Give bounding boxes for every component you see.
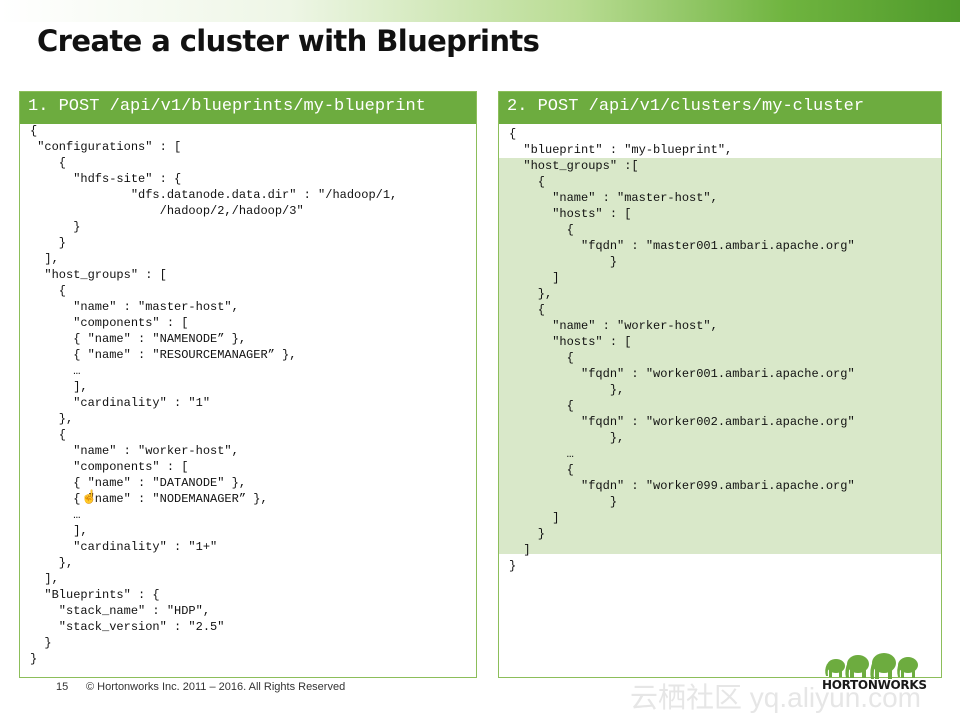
- hand-cursor-icon: ☝: [81, 489, 98, 504]
- page-number: 15: [56, 681, 69, 693]
- cluster-json-code: { "blueprint" : "my-blueprint", "host_gr…: [509, 127, 855, 573]
- host-groups-highlight: [499, 158, 941, 554]
- elephant-herd-icon: [825, 653, 918, 679]
- blueprint-json-code: { "configurations" : [ { "hdfs-site" : {…: [30, 124, 398, 666]
- blueprint-panel: 1. POST /api/v1/blueprints/my-blueprint …: [19, 91, 477, 678]
- hortonworks-logo: HORTONWORKS: [822, 650, 927, 698]
- slide-title: Create a cluster with Blueprints: [37, 24, 540, 58]
- copyright-text: © Hortonworks Inc. 2011 – 2016. All Righ…: [86, 681, 346, 693]
- cluster-request-header: 2. POST /api/v1/clusters/my-cluster: [499, 92, 941, 124]
- top-gradient-bar: [0, 0, 960, 22]
- watermark-text: 云栖社区 yq.aliyun.com: [630, 682, 921, 713]
- cluster-panel: 2. POST /api/v1/clusters/my-cluster { "b…: [498, 91, 942, 678]
- blueprint-request-header: 1. POST /api/v1/blueprints/my-blueprint: [20, 92, 476, 124]
- logo-wordmark: HORTONWORKS: [822, 678, 927, 692]
